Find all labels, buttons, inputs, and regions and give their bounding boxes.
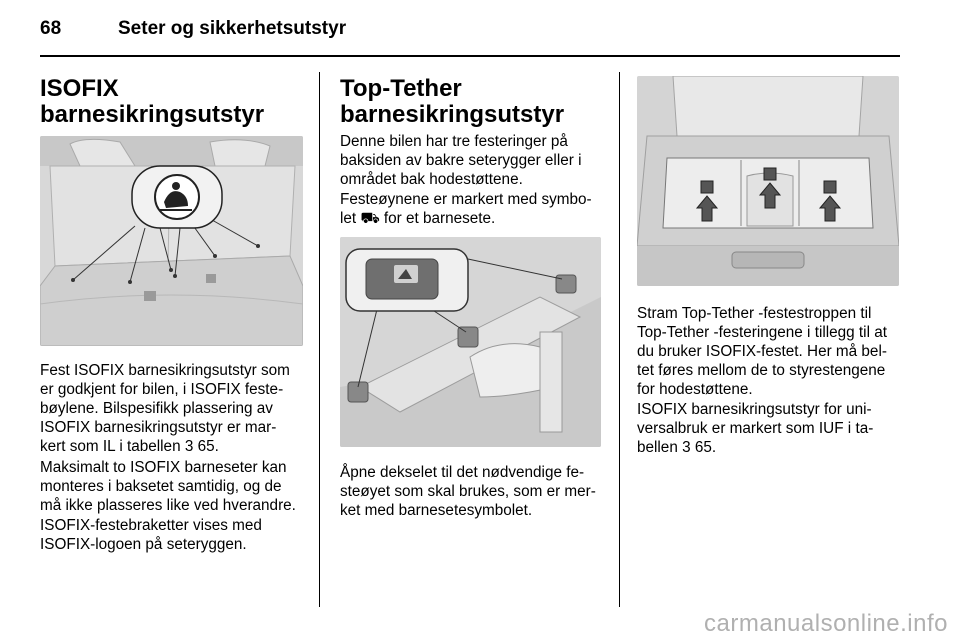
text-line: steøyet som skal brukes, som er mer- bbox=[340, 483, 596, 500]
text-line: monteres i baksetet samtidig, og de bbox=[40, 478, 282, 495]
seatback-anchor-illustration bbox=[340, 237, 601, 447]
heading-line: Top-Tether bbox=[340, 75, 462, 102]
heading-line: barnesikringsutstyr bbox=[340, 101, 565, 128]
top-tether-para-2: Festeøynene er markert med symbo- let ⛟ … bbox=[340, 190, 592, 228]
text-line: ISOFIX-logoen på seteryggen. bbox=[40, 536, 247, 553]
top-tether-para-3: Åpne dekselet til det nødvendige fe- ste… bbox=[340, 463, 596, 520]
text-line: Stram Top-Tether -festestroppen til bbox=[637, 305, 872, 322]
column-divider-2 bbox=[619, 72, 620, 607]
tether-eye-figure bbox=[340, 237, 601, 447]
text-line: området bak hodestøttene. bbox=[340, 171, 523, 188]
text-line: bellen 3 65. bbox=[637, 439, 717, 456]
heading-line: ISOFIX bbox=[40, 75, 119, 102]
text-line: Festeøynene er markert med symbo- bbox=[340, 191, 592, 208]
text-line: let ⛟ for et barnesete. bbox=[340, 210, 496, 227]
col3-para-2: ISOFIX barnesikringsutstyr for uni- vers… bbox=[637, 400, 873, 457]
isofix-seat-figure bbox=[40, 136, 303, 346]
trunk-illustration bbox=[637, 76, 899, 286]
text-line: tet føres mellom de to styrestengene bbox=[637, 362, 886, 379]
isofix-para-3: ISOFIX-festebraketter vises med ISOFIX-l… bbox=[40, 516, 262, 554]
text-line: bøylene. Bilspesifikk plassering av bbox=[40, 400, 273, 417]
header-rule bbox=[40, 55, 900, 57]
text-line: baksiden av bakre seterygger eller i bbox=[340, 152, 582, 169]
watermark: carmanualsonline.info bbox=[704, 610, 948, 637]
col3-para-1: Stram Top-Tether -festestroppen til Top-… bbox=[637, 304, 887, 399]
isofix-para-1: Fest ISOFIX barnesikringsutstyr som er g… bbox=[40, 361, 290, 456]
heading-line: barnesikringsutstyr bbox=[40, 101, 265, 128]
isofix-heading: ISOFIX barnesikringsutstyr bbox=[40, 76, 264, 128]
trunk-anchors-figure bbox=[637, 76, 899, 286]
text-line: Top-Tether -festeringene i tillegg til a… bbox=[637, 324, 887, 341]
text-line: ISOFIX-festebraketter vises med bbox=[40, 517, 262, 534]
rear-seat-illustration bbox=[40, 136, 303, 346]
isofix-para-2: Maksimalt to ISOFIX barneseter kan monte… bbox=[40, 458, 296, 515]
text-line: for hodestøttene. bbox=[637, 381, 753, 398]
text-line: Denne bilen har tre festeringer på bbox=[340, 133, 568, 150]
text-line: må ikke plasseres like ved hverandre. bbox=[40, 497, 296, 514]
text-line: er godkjent for bilen, i ISOFIX feste- bbox=[40, 381, 284, 398]
text-line: du bruker ISOFIX-festet. Her må bel- bbox=[637, 343, 887, 360]
text-line: versalbruk er markert som IUF i ta- bbox=[637, 420, 874, 437]
text-line: Fest ISOFIX barnesikringsutstyr som bbox=[40, 362, 290, 379]
column-divider-1 bbox=[319, 72, 320, 607]
top-tether-heading: Top-Tether barnesikringsutstyr bbox=[340, 76, 564, 128]
text-line: kert som IL i tabellen 3 65. bbox=[40, 438, 219, 455]
text-line: ISOFIX barnesikringsutstyr er mar- bbox=[40, 419, 277, 436]
text-line: ket med barnesetesymbolet. bbox=[340, 502, 533, 519]
text-line: ISOFIX barnesikringsutstyr for uni- bbox=[637, 401, 872, 418]
text-line: Åpne dekselet til det nødvendige fe- bbox=[340, 464, 585, 481]
page-title: Seter og sikkerhetsutstyr bbox=[118, 18, 347, 39]
page-number: 68 bbox=[40, 18, 62, 39]
text-line: Maksimalt to ISOFIX barneseter kan bbox=[40, 459, 287, 476]
top-tether-para-1: Denne bilen har tre festeringer på baksi… bbox=[340, 132, 581, 189]
